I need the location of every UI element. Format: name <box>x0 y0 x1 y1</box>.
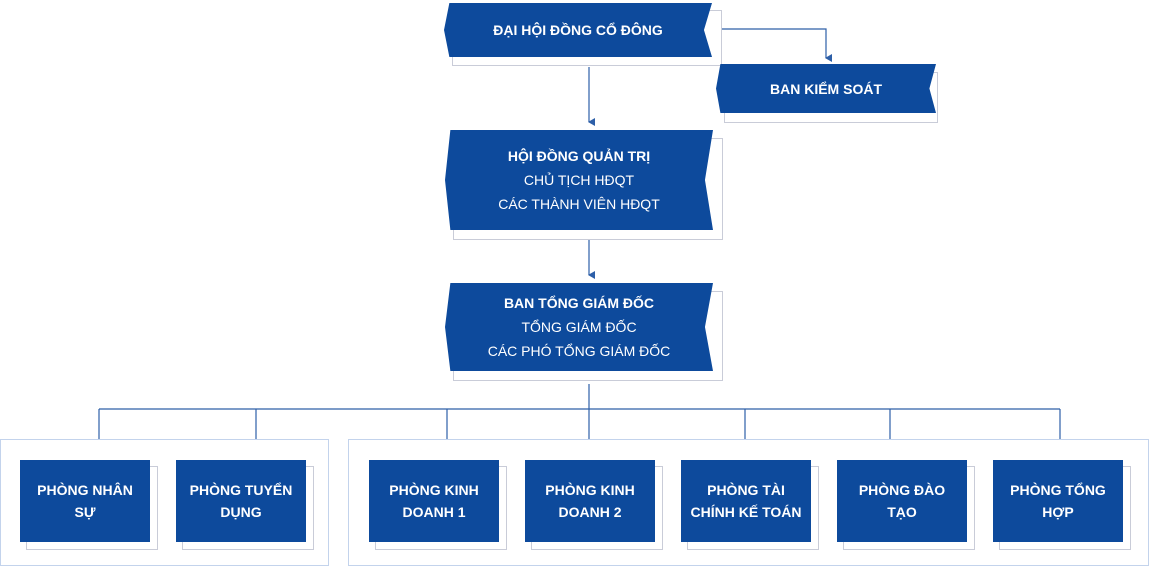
department-hr: PHÒNG NHÂN SỰ <box>20 460 158 550</box>
node-shareholders: ĐẠI HỘI ĐỒNG CỔ ĐÔNG <box>444 3 722 66</box>
supervisory-title: BAN KIỂM SOÁT <box>770 80 882 97</box>
node-box: BAN TỔNG GIÁM ĐỐC TỔNG GIÁM ĐỐC CÁC PHÓ … <box>445 283 713 371</box>
department-finance: PHÒNG TÀI CHÍNH KẾ TOÁN <box>681 460 819 550</box>
shareholders-title: ĐẠI HỘI ĐỒNG CỔ ĐÔNG <box>493 22 663 38</box>
node-box: BAN KIỂM SOÁT <box>716 64 936 113</box>
node-box: ĐẠI HỘI ĐỒNG CỔ ĐÔNG <box>444 3 712 57</box>
department-general: PHÒNG TỔNG HỢP <box>993 460 1131 550</box>
directors-title: BAN TỔNG GIÁM ĐỐC <box>503 295 655 311</box>
department-recruitment: PHÒNG TUYỂN DỤNG <box>176 460 314 550</box>
node-supervisory: BAN KIỂM SOÁT <box>716 64 938 123</box>
department-sales-2: PHÒNG KINH DOANH 2 <box>525 460 663 550</box>
department-label: PHÒNG TUYỂN DỤNG <box>176 460 306 542</box>
department-label: PHÒNG NHÂN SỰ <box>20 460 150 542</box>
department-label: PHÒNG ĐÀO TẠO <box>837 460 967 542</box>
directors-line2: CÁC PHÓ TỔNG GIÁM ĐỐC <box>487 343 671 359</box>
node-box: HỘI ĐỒNG QUẢN TRỊ CHỦ TỊCH HĐQT CÁC THÀN… <box>445 130 713 230</box>
board-title: HỘI ĐỒNG QUẢN TRỊ <box>507 148 651 164</box>
department-label: PHÒNG TỔNG HỢP <box>993 460 1123 542</box>
department-sales-1: PHÒNG KINH DOANH 1 <box>369 460 507 550</box>
directors-line1: TỔNG GIÁM ĐỐC <box>521 319 637 335</box>
board-line1: CHỦ TỊCH HĐQT <box>523 172 635 188</box>
department-label: PHÒNG KINH DOANH 1 <box>369 460 499 542</box>
board-line2: CÁC THÀNH VIÊN HĐQT <box>498 196 660 212</box>
department-label: PHÒNG TÀI CHÍNH KẾ TOÁN <box>681 460 811 542</box>
department-label: PHÒNG KINH DOANH 2 <box>525 460 655 542</box>
node-board: HỘI ĐỒNG QUẢN TRỊ CHỦ TỊCH HĐQT CÁC THÀN… <box>445 130 723 240</box>
node-directors: BAN TỔNG GIÁM ĐỐC TỔNG GIÁM ĐỐC CÁC PHÓ … <box>445 283 723 381</box>
department-training: PHÒNG ĐÀO TẠO <box>837 460 975 550</box>
